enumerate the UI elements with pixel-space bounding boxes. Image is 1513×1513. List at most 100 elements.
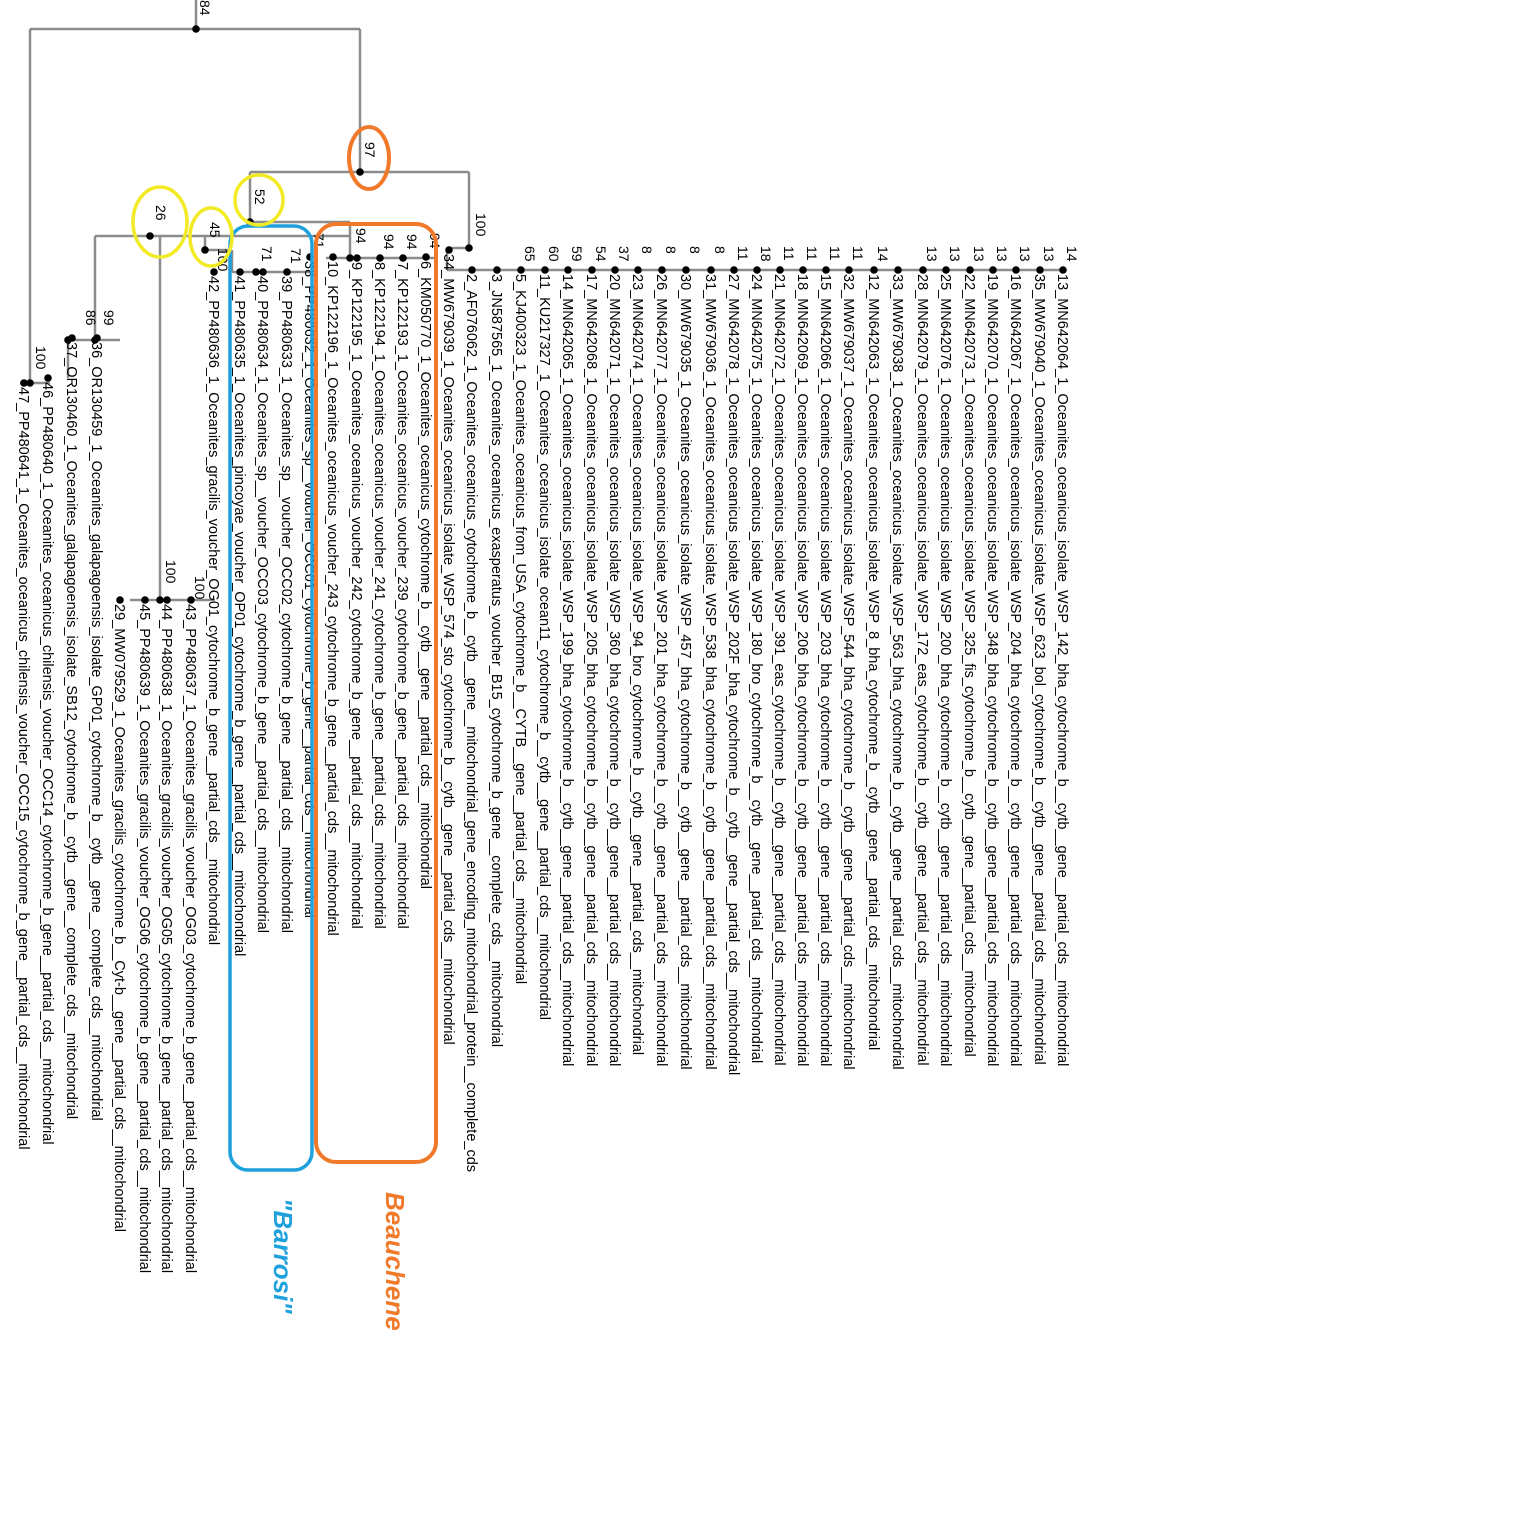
leaf-support-value: 13 — [924, 246, 940, 262]
leaf-label: 17_MN642068_1_Oceanites_oceanicus_isolat… — [583, 274, 599, 1066]
leaf-support-value: 13 — [971, 246, 987, 262]
leaf-node — [399, 254, 407, 262]
leaf-label: 18_MN642069_1_Oceanites_oceanicus_isolat… — [794, 274, 810, 1066]
leaf-node — [445, 246, 453, 254]
leaf-support-value: 13 — [1017, 246, 1033, 262]
leaf-node — [353, 254, 361, 262]
leaf-label: 2_AF076062_1_Oceanites_oceanicus_cytochr… — [463, 274, 479, 1172]
support-root: 84 — [197, 0, 213, 16]
support-n45: 45 — [207, 222, 223, 238]
internal-node — [346, 254, 354, 262]
leaf-support-value: 37 — [616, 246, 632, 262]
internal-node — [465, 244, 473, 252]
internal-node — [64, 336, 72, 344]
node-52-highlight — [233, 173, 285, 227]
leaf-label: 46_PP480640_1_Oceanites_oceanicus_chilen… — [39, 382, 55, 1145]
leaf-node — [942, 266, 950, 274]
leaf-node — [658, 266, 666, 274]
leaf-label: 16_MN642067_1_Oceanites_oceanicus_isolat… — [1007, 274, 1023, 1066]
node-45-highlight — [188, 206, 234, 268]
leaf-label: 21_MN642072_1_Oceanites_oceanicus_isolat… — [771, 274, 787, 1066]
leaf-node — [376, 254, 384, 262]
leaf-label: 42_PP480636_1_Oceanites_gracilis_voucher… — [205, 276, 221, 945]
leaf-label: 8_KP122194_1_Oceanites_oceanicus_voucher… — [371, 262, 387, 929]
leaf-node — [20, 379, 28, 387]
leaf-support-value: 11 — [827, 246, 843, 261]
leaf-node — [468, 266, 476, 274]
leaf-node — [799, 266, 807, 274]
leaf-node — [116, 596, 124, 604]
leaf-label: 28_MN642079_1_Oceanites_oceanicus_isolat… — [914, 274, 930, 1066]
leaf-label: 24_MN642075_1_Oceanites_oceanicus_isolat… — [748, 274, 764, 1063]
beauchene-clade-box — [314, 222, 438, 1164]
internal-node — [146, 232, 154, 240]
leaf-node — [283, 268, 291, 276]
leaf-label: 22_MN642073_1_Oceanites_oceanicus_isolat… — [961, 274, 977, 1057]
leaf-label: 14_MN642065_1_Oceanites_oceanicus_isolat… — [559, 274, 575, 1066]
support-n97: 97 — [362, 142, 378, 158]
leaf-node — [611, 266, 619, 274]
leaf-label: 11_KU217327_1_Oceanites_oceanicus_isolat… — [536, 274, 552, 1020]
leaf-label: 31_MW679036_1_Oceanites_oceanicus_isolat… — [702, 274, 718, 1070]
support-n100-grac: 100 — [163, 560, 179, 584]
leaf-label: 3_JN587565_1_Oceanites_oceanicus_exasper… — [488, 274, 504, 1047]
leaf-label: 37_OR130460_1_Oceanites_galapagoensis_is… — [63, 342, 79, 1119]
leaf-support-value: 54 — [593, 246, 609, 262]
internal-node — [356, 168, 364, 176]
node-97-highlight — [347, 125, 391, 191]
leaf-support-value: 14 — [1064, 246, 1080, 262]
leaf-support-value: 18 — [758, 246, 774, 262]
leaf-support-value: 60 — [546, 246, 562, 262]
leaf-support-value: 94 — [381, 234, 397, 250]
leaf-support-value: 13 — [947, 246, 963, 262]
leaf-support-value: 11 — [850, 246, 866, 261]
leaf-label: 7_KP122193_1_Oceanites_oceanicus_voucher… — [394, 262, 410, 929]
leaf-node — [329, 253, 337, 261]
leaf-label: 34_MW679039_1_Oceanites_oceanicus_isolat… — [440, 254, 456, 1045]
leaf-support-value: 11 — [735, 246, 751, 261]
leaf-node — [1059, 266, 1067, 274]
leaf-support-value: 65 — [522, 246, 538, 262]
leaf-label: 6_KM050770_1_Oceanites_oceanicus_cytochr… — [417, 261, 433, 889]
leaf-support-value: 8 — [687, 246, 703, 254]
beauchene-clade-label: Beauchene — [380, 1192, 410, 1331]
leaf-node — [919, 266, 927, 274]
leaf-node — [1036, 266, 1044, 274]
leaf-labels: 13_MN642064_1_Oceanites_oceanicus_isolat… — [15, 254, 1070, 1273]
barrosi-clade-label: "Barrosi" — [268, 1198, 298, 1314]
leaf-label: 33_MW679038_1_Oceanites_oceanicus_isolat… — [889, 274, 905, 1070]
node-26-highlight — [131, 185, 189, 259]
leaf-node — [187, 596, 195, 604]
leaf-label: 26_MN642077_1_Oceanites_oceanicus_isolat… — [653, 274, 669, 1066]
leaf-label: 44_PP480638_1_Oceanites_gracilis_voucher… — [158, 604, 174, 1273]
support-n26: 26 — [153, 205, 169, 221]
leaf-support-value: 8 — [639, 246, 655, 254]
leaf-label: 35_MW679040_1_Oceanites_oceanicus_isolat… — [1031, 274, 1047, 1065]
leaf-node — [44, 374, 52, 382]
leaf-support-value: 100 — [192, 576, 208, 600]
leaf-label: 25_MN642076_1_Oceanites_oceanicus_isolat… — [937, 274, 953, 1066]
leaf-node — [493, 266, 501, 274]
leaf-label: 30_MW679035_1_Oceanites_oceanicus_isolat… — [677, 274, 693, 1070]
leaf-support-value: 71 — [288, 248, 304, 264]
leaf-node — [564, 266, 572, 274]
leaf-label: 45_PP480639_1_Oceanites_gracilis_voucher… — [136, 604, 152, 1273]
leaf-label: 5_KJ400323_1_Oceanites_oceanicus_from_US… — [512, 274, 528, 984]
leaf-node — [236, 268, 244, 276]
leaf-label: 19_MN642070_1_Oceanites_oceanicus_isolat… — [984, 274, 1000, 1066]
leaf-node — [634, 266, 642, 274]
leaf-node — [541, 266, 549, 274]
leaf-label: 27_MN642078_1_Oceanites_oceanicus_isolat… — [725, 274, 741, 1075]
leaf-label: 32_MW679037_1_Oceanites_oceanicus_isolat… — [840, 274, 856, 1070]
internal-node — [91, 336, 99, 344]
leaf-label: 15_MN642066_1_Oceanites_oceanicus_isolat… — [817, 274, 833, 1066]
support-n52: 52 — [252, 189, 268, 205]
support-n100-ocean: 100 — [473, 213, 489, 237]
leaf-label: 36_OR130459_1_Oceanites_galapagoensis_is… — [88, 342, 104, 1121]
leaf-node — [1012, 266, 1020, 274]
leaf-node — [870, 266, 878, 274]
leaf-support-value: 14 — [875, 246, 891, 262]
leaf-label: 13_MN642064_1_Oceanites_oceanicus_isolat… — [1054, 274, 1070, 1066]
leaf-node — [845, 266, 853, 274]
